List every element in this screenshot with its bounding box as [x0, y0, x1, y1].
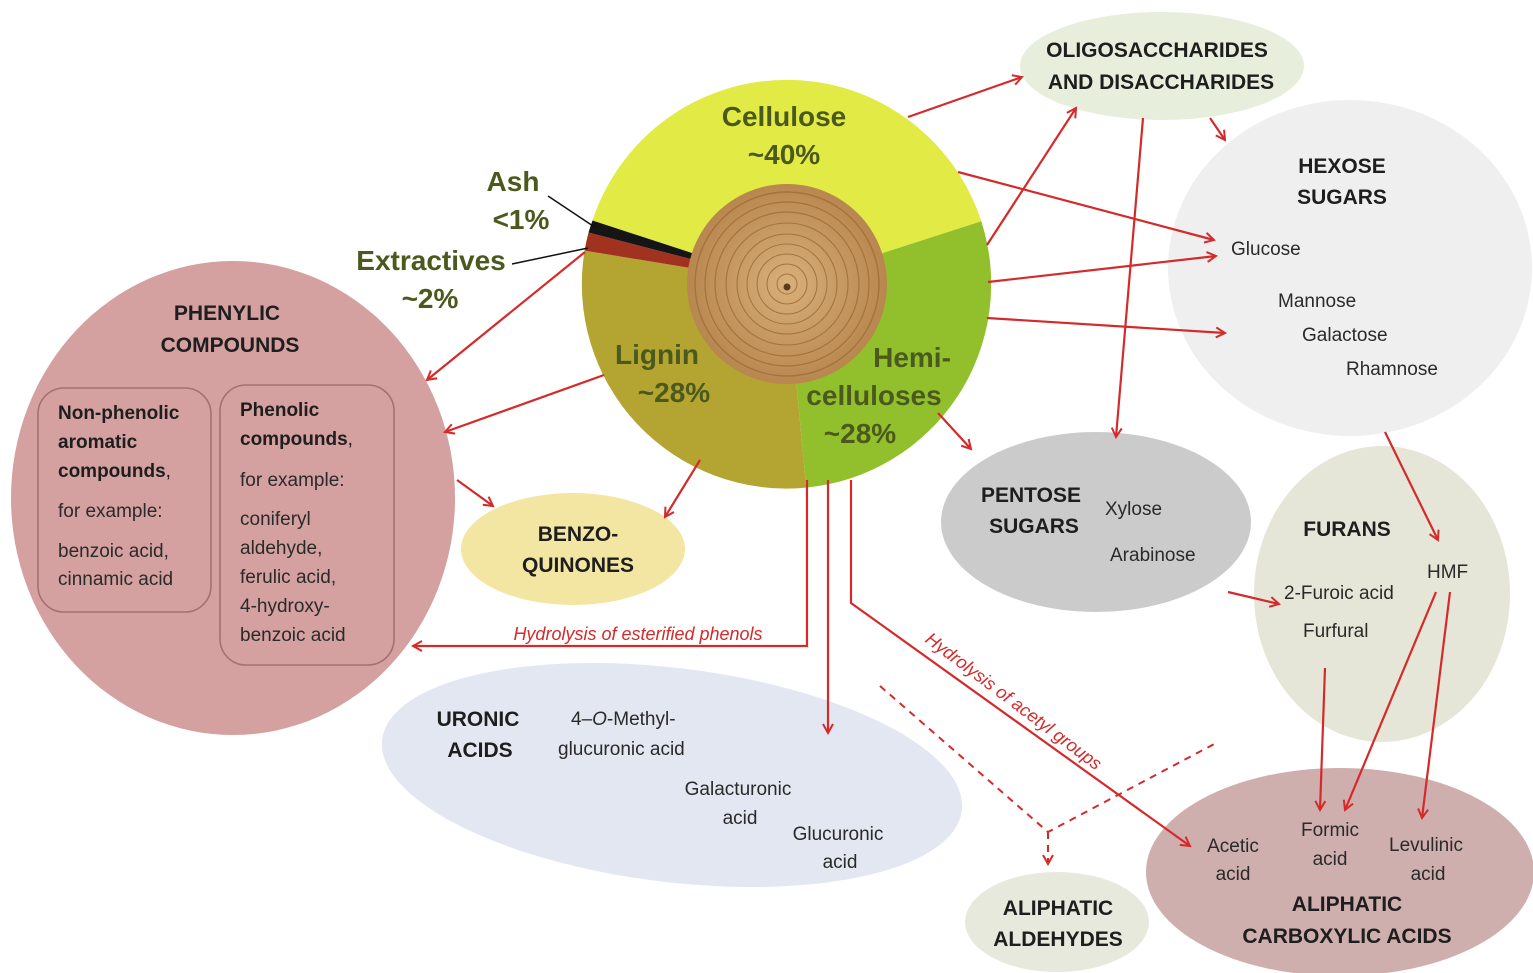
- acetic-line-1: Acetic: [1207, 836, 1259, 857]
- xylose-label: Xylose: [1105, 499, 1162, 520]
- arabinose-label: Arabinose: [1110, 545, 1196, 566]
- ash-leader-line: [547, 195, 597, 229]
- phenolic-line-1: Phenolic: [240, 400, 320, 421]
- pentose-sugars-bubble: [941, 432, 1251, 612]
- acetyl-groups-annotation: Hydrolysis of acetyl groups: [922, 628, 1106, 773]
- galactose-label: Galactose: [1302, 325, 1388, 346]
- galacturonic-line-2: acid: [723, 808, 758, 829]
- ash-label: Ash: [487, 166, 540, 197]
- carboxylic-title-2: CARBOXYLIC ACIDS: [1242, 925, 1451, 948]
- furans-title: FURANS: [1303, 518, 1391, 541]
- glucose-label: Glucose: [1231, 239, 1301, 260]
- furoic-acid-label: 2-Furoic acid: [1284, 583, 1394, 604]
- lignin-value: ~28%: [638, 377, 710, 408]
- hexose-title-2: SUGARS: [1297, 186, 1387, 209]
- hexose-sugars-bubble: [1168, 100, 1532, 436]
- uronic-acids-bubble: [381, 662, 963, 888]
- phenolic-line-5: aldehyde,: [240, 538, 322, 559]
- composition-pie: [581, 79, 992, 489]
- aliphatic-aldehydes-bubble: [965, 872, 1149, 972]
- nonphenolic-line-6: cinnamic acid: [58, 569, 173, 590]
- nonphenolic-line-3: compounds,: [58, 461, 171, 482]
- nonphenolic-box: [37, 387, 212, 613]
- cellulose-value: ~40%: [748, 139, 820, 170]
- nonphenolic-line-2: aromatic: [58, 432, 138, 453]
- phenolic-line-4: coniferyl: [240, 509, 311, 530]
- arrows: [413, 77, 1452, 864]
- hmf-label: HMF: [1427, 562, 1468, 583]
- galacturonic-line-1: Galacturonic: [685, 779, 792, 800]
- uronic-title-2: ACIDS: [447, 739, 512, 762]
- oligosaccharides-line-1: OLIGOSACCHARIDES: [1046, 39, 1268, 62]
- phenolic-line-6: ferulic acid,: [240, 567, 336, 588]
- uronic-title-1: URONIC: [437, 708, 520, 731]
- furfural-label: Furfural: [1303, 621, 1368, 642]
- carboxylic-title-1: ALIPHATIC: [1292, 893, 1402, 916]
- phenolic-box: [219, 384, 395, 666]
- benzoquinones-line-1: BENZO-: [538, 523, 619, 546]
- hemicelluloses-value: ~28%: [824, 418, 896, 449]
- mannose-label: Mannose: [1278, 291, 1356, 312]
- phenolic-line-2: compounds,: [240, 429, 353, 450]
- methylglucuronic-line-2: glucuronic acid: [558, 739, 685, 760]
- aldehydes-line-2: ALDEHYDES: [993, 928, 1123, 951]
- pentose-title-2: SUGARS: [989, 515, 1079, 538]
- hemicelluloses-label-1: Hemi-: [873, 342, 951, 373]
- cellulose-label: Cellulose: [722, 101, 846, 132]
- levulinic-line-2: acid: [1411, 864, 1446, 885]
- esterified-phenols-annotation: Hydrolysis of esterified phenols: [513, 624, 762, 644]
- extractives-label: Extractives: [356, 245, 505, 276]
- pentose-title-1: PENTOSE: [981, 484, 1081, 507]
- wood-cross-section-image: [687, 184, 887, 384]
- benzoquinones-line-2: QUINONES: [522, 554, 634, 577]
- hemicelluloses-label-2: celluloses: [806, 380, 941, 411]
- lignin-label: Lignin: [615, 339, 699, 370]
- formic-line-1: Formic: [1301, 820, 1359, 841]
- nonphenolic-line-5: benzoic acid,: [58, 541, 169, 562]
- phenylic-title-2: COMPOUNDS: [161, 334, 300, 357]
- rhamnose-label: Rhamnose: [1346, 359, 1438, 380]
- benzoquinones-bubble: [461, 493, 685, 605]
- nonphenolic-line-4: for example:: [58, 501, 163, 522]
- phenolic-line-7: 4-hydroxy-: [240, 596, 330, 617]
- formic-line-2: acid: [1313, 849, 1348, 870]
- phenolic-line-8: benzoic acid: [240, 625, 346, 646]
- nonphenolic-line-1: Non-phenolic: [58, 403, 180, 424]
- levulinic-line-1: Levulinic: [1389, 835, 1463, 856]
- ash-value: <1%: [493, 204, 550, 235]
- extractives-value: ~2%: [402, 283, 459, 314]
- phenylic-title-1: PHENYLIC: [174, 302, 280, 325]
- furans-bubble: [1254, 446, 1510, 742]
- pie-slice-cellulose: [592, 79, 982, 284]
- oligosaccharides-line-2: AND DISACCHARIDES: [1048, 71, 1274, 94]
- methylglucuronic-line-1: 4–O-Methyl-: [571, 709, 676, 730]
- hexose-title-1: HEXOSE: [1298, 155, 1386, 178]
- aliphatic-carboxylic-acids-bubble: [1146, 768, 1533, 973]
- extractives-leader-line: [511, 247, 589, 265]
- phenylic-compounds-bubble: [11, 261, 455, 735]
- acetic-line-2: acid: [1216, 864, 1251, 885]
- glucuronic-line-1: Glucuronic: [793, 824, 884, 845]
- aldehydes-line-1: ALIPHATIC: [1003, 897, 1113, 920]
- oligosaccharides-bubble: [1020, 12, 1304, 120]
- glucuronic-line-2: acid: [823, 852, 858, 873]
- phenolic-line-3: for example:: [240, 470, 345, 491]
